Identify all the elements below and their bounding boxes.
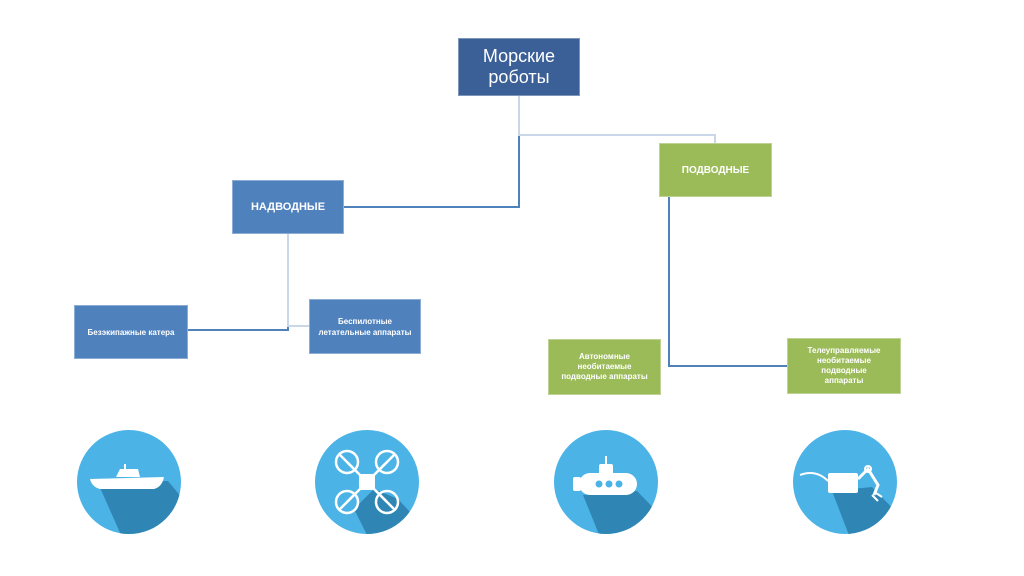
rov-label: Телеуправляемые необитаемые подводные ап… xyxy=(807,346,881,385)
unmanned-boats-node: Безэкипажные катера xyxy=(74,305,188,359)
drones-node: Беспилотные летательные аппараты xyxy=(309,299,421,354)
connector-underwater-rov xyxy=(668,197,787,367)
drone-icon xyxy=(315,430,419,534)
auv-label: Автономные необитаемые подводные аппарат… xyxy=(561,352,648,381)
underwater-node: ПОДВОДНЫЕ xyxy=(659,143,772,197)
surface-node-label: НАДВОДНЫЕ xyxy=(250,201,326,213)
connector-surface-drones xyxy=(287,234,309,327)
connector-root-underwater xyxy=(518,96,716,143)
rov-node: Телеуправляемые необитаемые подводные ап… xyxy=(787,338,901,394)
drones-label: Беспилотные летательные аппараты xyxy=(318,316,412,337)
boat-icon xyxy=(77,430,181,534)
root-node: Морские роботы xyxy=(458,38,580,96)
underwater-node-label: ПОДВОДНЫЕ xyxy=(681,164,750,176)
rov-icon xyxy=(793,430,897,534)
auv-node: Автономные необитаемые подводные аппарат… xyxy=(548,339,661,395)
root-node-label: Морские роботы xyxy=(482,46,556,87)
unmanned-boats-label: Безэкипажные катера xyxy=(87,327,175,337)
submarine-icon xyxy=(554,430,658,534)
connector-surface-boats xyxy=(188,234,289,331)
connector-root-surface xyxy=(344,96,520,208)
surface-node: НАДВОДНЫЕ xyxy=(232,180,344,234)
